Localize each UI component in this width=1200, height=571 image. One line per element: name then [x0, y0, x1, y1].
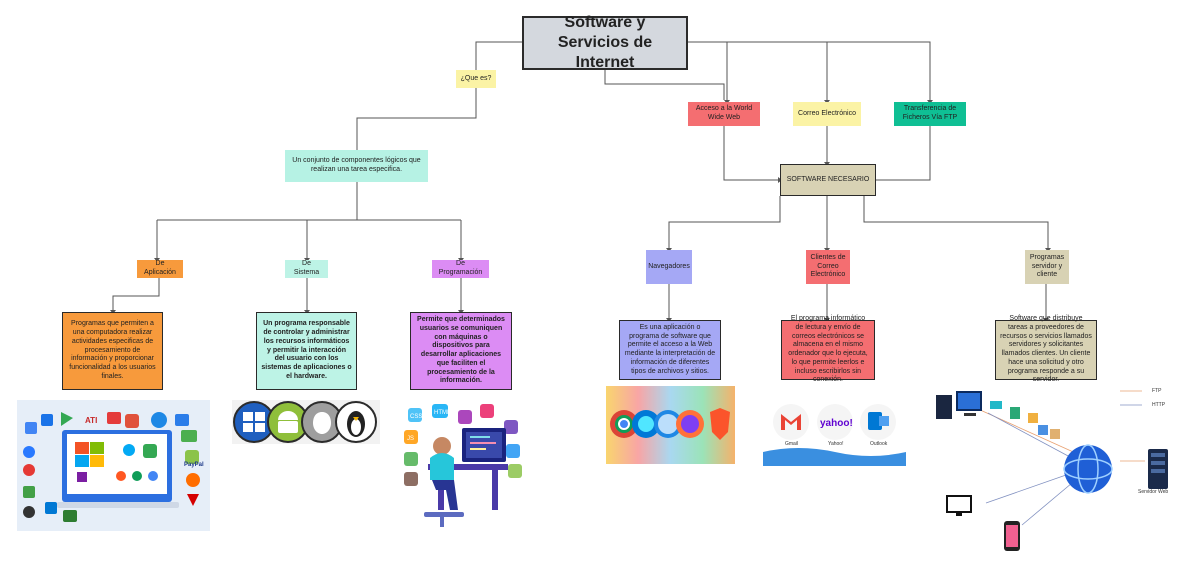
svg-text:yahoo!: yahoo! — [820, 418, 853, 429]
js-tag: JS — [407, 436, 414, 442]
desc-navegadores: Es una aplicación o programa de software… — [619, 320, 721, 380]
service-correo: Correo Electrónico — [793, 102, 861, 126]
css-tag: CSS — [410, 414, 422, 420]
legend-ftp: FTP — [1152, 388, 1162, 394]
ati-logo-text: ATI — [85, 416, 98, 425]
network-illustration: FTP HTTP Servidor Web — [930, 385, 1180, 555]
gmail-label: Gmail — [785, 441, 799, 447]
html-tag: HTML — [434, 410, 451, 416]
category-navegadores: Navegadores — [646, 250, 692, 284]
que-es-node: ¿Que es? — [456, 70, 496, 88]
desc-clientes-correo: El programa informático de lectura y env… — [781, 315, 875, 383]
type-programacion: De Programación — [432, 260, 489, 278]
software-necesario-node: SOFTWARE NECESARIO — [780, 164, 876, 196]
category-clientes-correo: Clientes de Correo Electrónico — [806, 250, 850, 284]
service-ftp: Transferencia de Ficheros Vía FTP — [894, 102, 966, 126]
main-title: Software y Servicios de Internet — [522, 14, 688, 71]
desc-sistema: Un programa responsable de controlar y a… — [256, 312, 357, 390]
type-sistema: De Sistema — [285, 260, 328, 278]
operating-systems-illustration — [232, 400, 380, 444]
yahoo-label: Yahoo! — [828, 441, 844, 447]
browsers-illustration — [606, 386, 735, 464]
category-servidor-cliente: Programas servidor y cliente — [1025, 250, 1069, 284]
paypal-logo-text: PayPal — [184, 462, 204, 468]
desc-servidor-cliente: Software que distribuye tareas a proveed… — [995, 315, 1097, 383]
outlook-label: Outlook — [870, 441, 888, 447]
definition-node: Un conjunto de componentes lógicos que r… — [285, 150, 428, 182]
desc-aplicacion: Programas que permiten a una computadora… — [62, 312, 163, 390]
desc-programacion: Permite que determinados usuarios se com… — [410, 312, 512, 390]
application-icons-illustration: ATI PayPal — [17, 400, 210, 531]
legend-http: HTTP — [1152, 402, 1166, 408]
server-label: Servidor Web — [1138, 489, 1169, 495]
programmer-illustration: CSS HTML JS — [400, 400, 528, 531]
service-www: Acceso a la World Wide Web — [688, 102, 760, 126]
type-aplicacion: De Aplicación — [137, 260, 183, 278]
email-clients-illustration: yahoo! Gmail Yahoo! Outlook — [763, 400, 906, 466]
